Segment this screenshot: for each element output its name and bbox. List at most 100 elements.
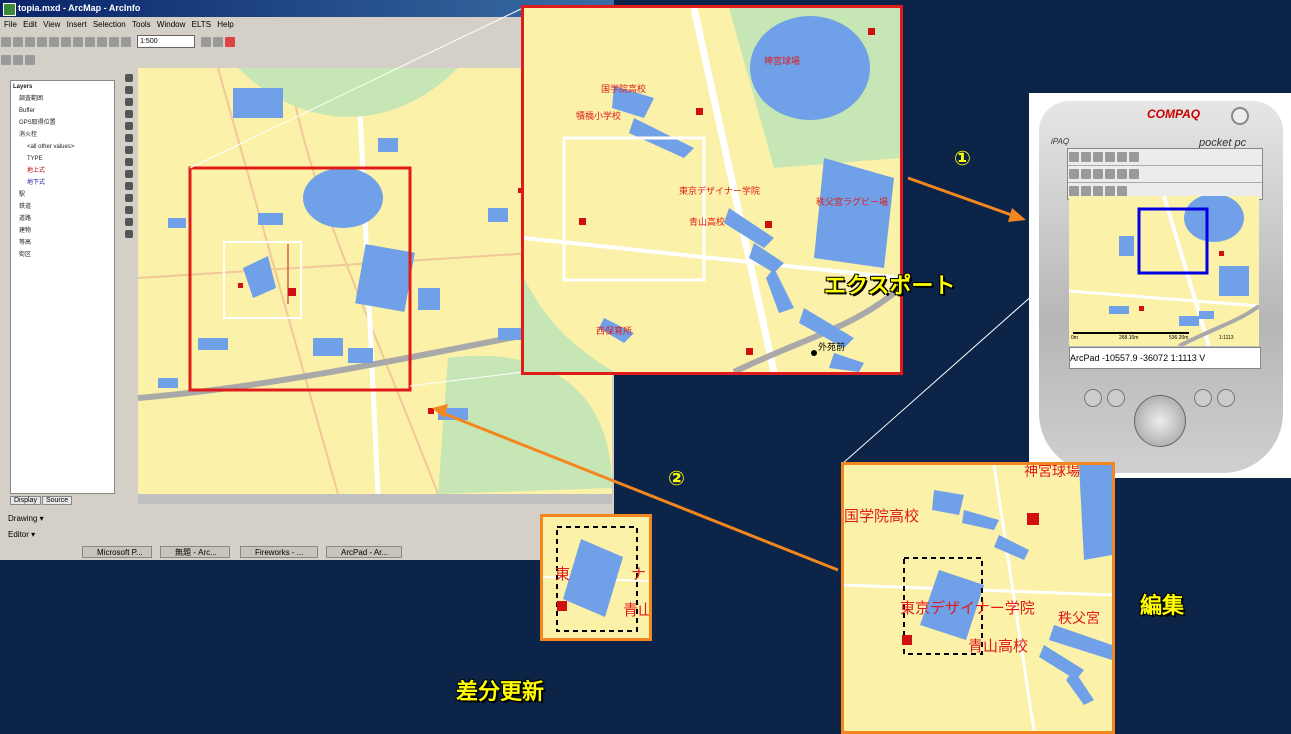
identify-tool-icon[interactable] [25,55,35,65]
toc-underground[interactable]: 地下式 [27,180,46,186]
pda-globe-icon[interactable] [1081,169,1091,179]
pda-layers-icon[interactable] [1105,152,1115,162]
menu-view[interactable]: View [43,20,61,29]
pointer-icon[interactable] [125,182,133,190]
pda-tools-icon[interactable] [1117,186,1127,196]
forward-icon[interactable] [125,158,133,166]
toc-survey-area[interactable]: 調査範囲 [19,96,44,102]
pda-save-icon[interactable] [1081,152,1091,162]
scale-box[interactable]: 1:500 [137,35,196,48]
pda-gps-icon[interactable] [1117,152,1127,162]
pda-model: pocket pc [1199,137,1247,149]
power-button-icon[interactable] [1231,107,1249,125]
menu-selection[interactable]: Selection [92,20,126,29]
calendar-button-icon[interactable] [1084,389,1102,407]
contacts-button-icon[interactable] [1107,389,1125,407]
hyperlink-icon[interactable] [125,230,133,238]
undo-icon[interactable] [97,37,107,47]
inbox-button-icon[interactable] [1194,389,1212,407]
pda-add-icon[interactable] [1093,152,1103,162]
pda-back-icon[interactable] [1093,169,1103,179]
menu-window[interactable]: Window [156,20,186,29]
editor-toolbar-icon[interactable] [201,37,212,47]
menu-elts[interactable]: ELTS [191,20,212,29]
pda-zoom-icon[interactable] [1069,169,1079,179]
fixed-zoom-in-icon[interactable] [125,98,133,106]
menu-edit[interactable]: Edit [23,20,37,29]
new-icon[interactable] [1,37,11,47]
editor-menu[interactable]: Editor ▾ [8,530,36,539]
taskbar-item[interactable]: ArcPad - Ar... [326,546,402,558]
arctoolbox-icon[interactable] [213,37,224,47]
editor-toolbar: Editor ▾ [0,528,614,542]
edit-area-dashed-box [903,557,983,655]
toc-gps-position[interactable]: GPS取得位置 [19,120,56,126]
copy-icon[interactable] [61,37,71,47]
toc-icon[interactable] [1,55,11,65]
tab-source[interactable]: Source [41,496,73,505]
redo-icon[interactable] [109,37,119,47]
open-icon[interactable] [13,37,23,47]
taskbar-item[interactable]: 無題 - Arc... [160,546,230,558]
fixed-zoom-out-icon[interactable] [125,110,133,118]
pda-open-icon[interactable] [1069,152,1079,162]
help-icon[interactable] [225,37,236,47]
back-icon[interactable] [125,146,133,154]
pda-edit-icon[interactable] [1069,186,1079,196]
full-extent-icon[interactable] [125,134,133,142]
menu-file[interactable]: File [4,20,17,29]
pda-find-icon[interactable] [1117,169,1127,179]
tab-display[interactable]: Display [10,496,41,505]
window-title-bar[interactable]: topia.mxd - ArcMap - ArcInfo [0,0,614,17]
menu-tools[interactable]: Tools [132,20,151,29]
print-icon[interactable] [37,37,47,47]
toc-aboveground[interactable]: 地上式 [27,168,46,174]
zoomed-map-panel: 神宮球場 国学院高校 犢橋小学校 東京デザイナー学院 秩父宮ラグビー場 青山高校… [521,5,903,375]
label-chichibu-rugby: 秩父宮ラグビー場 [816,197,889,207]
navigation-pad-icon[interactable] [1134,395,1186,447]
updated-building-shape [563,539,623,617]
toc-block[interactable]: 街区 [19,252,32,258]
pan-icon[interactable] [125,122,133,130]
pda-scale-2: 536.20m [1169,335,1189,341]
pda-map-graphic [1069,196,1259,346]
pda-help-icon[interactable] [1129,152,1139,162]
label-nishi-nursery: 西保育所 [596,326,633,336]
windows-taskbar: Microsoft P... 無題 - Arc... Fireworks - .… [0,544,614,560]
toc-hydrant[interactable]: 消火栓 [19,132,38,138]
taskbar-item[interactable]: Microsoft P... [82,546,152,558]
pda-pointer-icon[interactable] [1105,186,1115,196]
paste-icon[interactable] [73,37,83,47]
find-icon[interactable] [125,206,133,214]
toc-buffer[interactable]: Buffer [19,108,35,114]
identify-icon[interactable] [125,194,133,202]
map-horizontal-scrollbar[interactable] [138,494,612,504]
pda-info-icon[interactable] [1105,169,1115,179]
cut-icon[interactable] [49,37,59,47]
toc-all-other-values[interactable]: <all other values> [27,144,75,150]
menu-help[interactable]: Help [217,20,234,29]
pda-pen-icon[interactable] [1093,186,1103,196]
measure-icon[interactable] [125,218,133,226]
menu-insert[interactable]: Insert [66,20,87,29]
toc-contour[interactable]: 等高 [19,240,32,246]
toc-layers[interactable]: Layers [13,84,33,90]
add-data-icon[interactable] [121,37,131,47]
pda-map-icon[interactable] [1081,186,1091,196]
zoom-out-icon[interactable] [125,86,133,94]
zoom-in-icon[interactable] [125,74,133,82]
pda-table-icon[interactable] [1129,169,1139,179]
tasks-button-icon[interactable] [1217,389,1235,407]
edit-area-box [562,136,706,282]
catalog-icon[interactable] [13,55,23,65]
save-icon[interactable] [25,37,35,47]
toc-railway[interactable]: 鉄道 [19,204,32,210]
pda-map-view[interactable]: 0m 268.10m 536.20m 1:1113 [1069,196,1259,346]
taskbar-item[interactable]: Fireworks - ... [240,546,318,558]
toc-building[interactable]: 建物 [19,228,32,234]
select-icon[interactable] [125,170,133,178]
toc-road[interactable]: 道路 [19,216,32,222]
delete-icon[interactable] [85,37,95,47]
drawing-menu[interactable]: Drawing ▾ [8,514,44,523]
toc-station[interactable]: 駅 [19,192,26,198]
